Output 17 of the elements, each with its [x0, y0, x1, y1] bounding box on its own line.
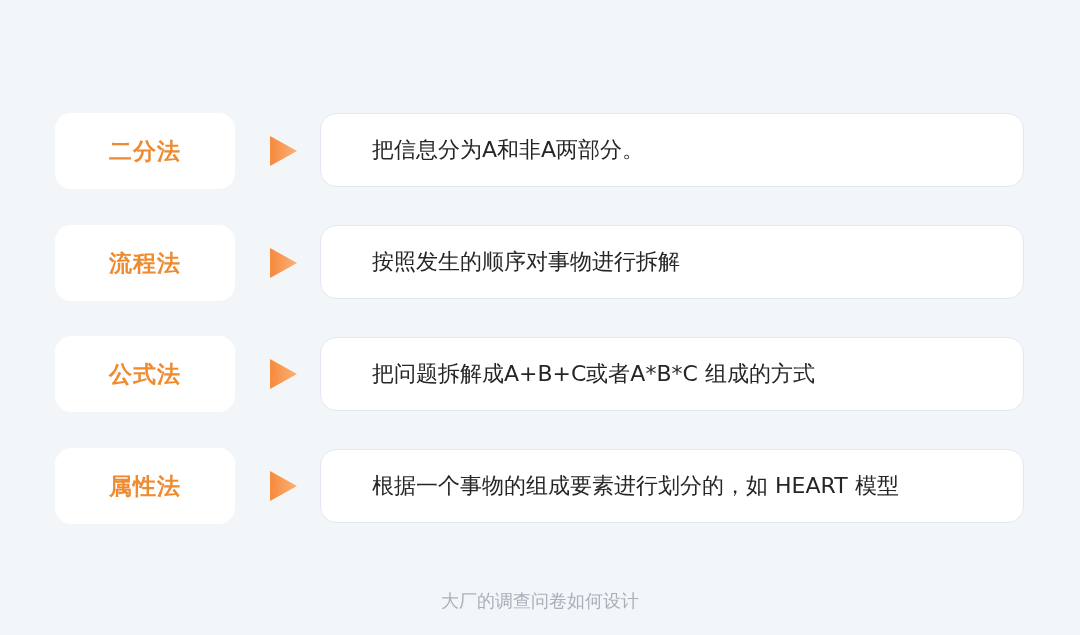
arrow	[270, 248, 298, 278]
arrow	[270, 136, 298, 166]
description-box	[320, 337, 1024, 411]
method-name: 流程法	[109, 248, 181, 278]
description-box	[320, 449, 1024, 523]
arrow	[270, 471, 298, 501]
arrow	[270, 359, 298, 389]
method-name: 二分法	[109, 136, 181, 166]
method-name: 公式法	[109, 359, 181, 389]
description-box	[320, 113, 1024, 187]
method-description: 根据一个事物的组成要素进行划分的，如 HEART 模型	[372, 472, 899, 500]
method-name: 属性法	[109, 471, 181, 501]
description-box	[320, 225, 1024, 299]
method-description: 把信息分为A和非A两部分。	[372, 136, 645, 164]
caption: 大厂的调查问卷如何设计	[441, 589, 639, 613]
method-description: 把问题拆解成A+B+C或者A*B*C 组成的方式	[372, 360, 815, 388]
method-description: 按照发生的顺序对事物进行拆解	[372, 248, 680, 276]
